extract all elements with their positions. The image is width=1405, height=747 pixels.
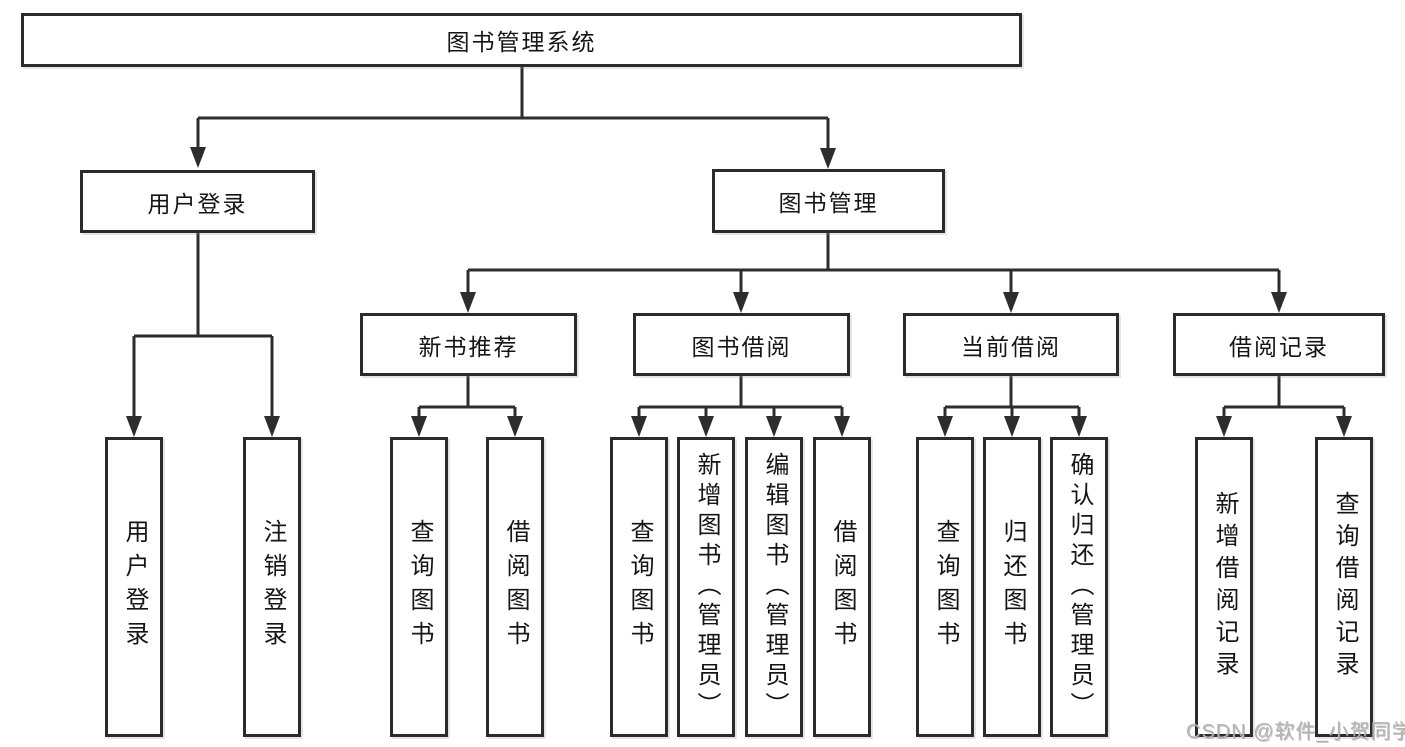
node-new-book-recommendation: 新书推荐 (360, 313, 577, 376)
node-current-borrowing: 当前借阅 (903, 313, 1119, 376)
node-user-login: 用户登录 (80, 170, 315, 233)
arrowheads (126, 147, 1352, 437)
node-borrow-books-1: 借阅图书 (486, 437, 544, 737)
node-book-borrowing: 图书借阅 (633, 313, 850, 376)
node-return-books: 归还图书 (983, 437, 1041, 737)
node-library-management-system: 图书管理系统 (21, 13, 1022, 67)
node-edit-book-admin: 编辑图书（管理员） (745, 437, 803, 737)
node-query-books-2: 查询图书 (610, 437, 668, 737)
node-logout-leaf: 注销登录 (243, 437, 301, 737)
node-book-management: 图书管理 (712, 169, 945, 233)
node-query-books-3: 查询图书 (916, 437, 974, 737)
watermark: CSDN @软件_小贺同学 (1186, 721, 1405, 743)
node-borrow-books-2: 借阅图书 (813, 437, 871, 737)
node-confirm-return-admin: 确认归还（管理员） (1050, 437, 1108, 737)
node-add-borrow-record: 新增借阅记录 (1195, 437, 1253, 737)
node-query-borrow-record: 查询借阅记录 (1315, 437, 1373, 737)
node-borrowing-records: 借阅记录 (1173, 313, 1385, 376)
node-add-book-admin: 新增图书（管理员） (677, 437, 735, 737)
node-user-login-leaf: 用户登录 (105, 437, 163, 737)
node-query-books-1: 查询图书 (390, 437, 448, 737)
